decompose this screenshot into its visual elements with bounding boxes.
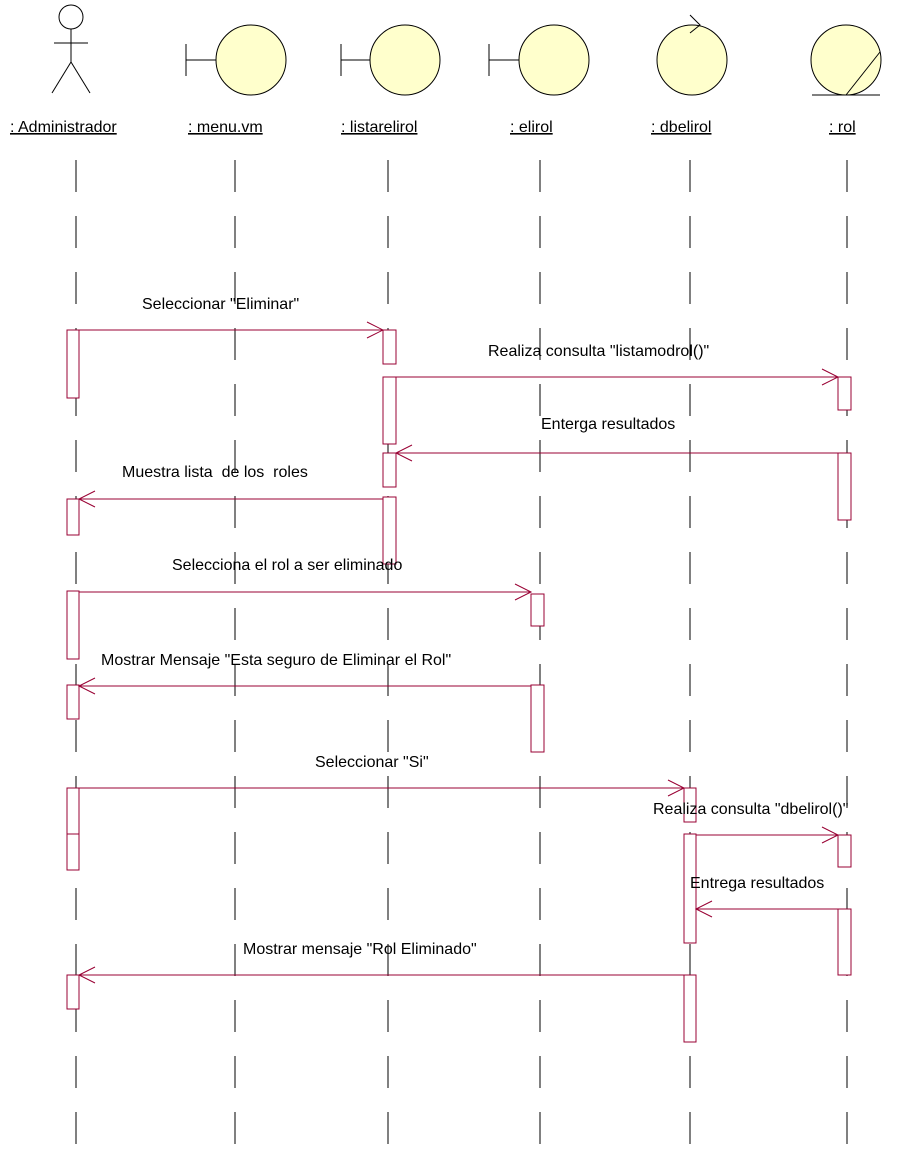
participant-label-listarelirol: : listarelirol <box>341 119 417 136</box>
message-muestra-lista-roles: Muestra lista de los roles <box>77 464 383 508</box>
activation-bar <box>683 974 697 1043</box>
message-label: Realiza consulta "dbelirol()" <box>653 801 848 818</box>
participant-label-elirol: : elirol <box>510 119 553 136</box>
activation-bar <box>382 496 397 565</box>
activation-bar <box>683 787 697 823</box>
message-label: Selecciona el rol a ser eliminado <box>172 557 402 574</box>
message-label: Mostrar mensaje "Rol Eliminado" <box>243 941 477 958</box>
activation-bar <box>66 833 80 871</box>
activation-bar <box>530 684 545 753</box>
boundary-icon <box>185 24 287 96</box>
message-entrega-resultados: Entrega resultados <box>690 875 838 918</box>
participant-label-dbelirol: : dbelirol <box>651 119 711 136</box>
activation-bar <box>837 834 852 868</box>
activation-bar <box>66 590 80 660</box>
message-seleccionar-si: Seleccionar "Si" <box>79 754 686 797</box>
activation-bar <box>66 974 80 1010</box>
message-mostrar-rol-eliminado: Mostrar mensaje "Rol Eliminado" <box>77 941 684 984</box>
activation-bar <box>837 452 852 521</box>
actor-icon <box>51 4 91 94</box>
activation-bar <box>382 376 397 445</box>
entity-icon <box>810 24 882 96</box>
activation-bar <box>66 684 80 720</box>
activation-bar <box>683 833 697 944</box>
message-label: Enterga resultados <box>541 416 675 433</box>
message-enterga-resultados: Enterga resultados <box>394 416 838 462</box>
message-label: Seleccionar "Eliminar" <box>142 296 299 313</box>
message-label: Realiza consulta "listamodrol()" <box>488 343 709 360</box>
activation-bar <box>530 593 545 627</box>
participant-label-menu-vm: : menu.vm <box>188 119 263 136</box>
message-seleccionar-eliminar: Seleccionar "Eliminar" <box>79 296 385 339</box>
message-label: Entrega resultados <box>690 875 824 892</box>
message-realiza-consulta-dbelirol: Realiza consulta "dbelirol()" <box>653 801 848 844</box>
activation-bar <box>66 498 80 536</box>
activation-bar <box>382 452 397 488</box>
participant-label-administrador: : Administrador <box>10 119 117 136</box>
activation-bar <box>837 908 852 976</box>
message-mostrar-mensaje-confirmacion: Mostrar Mensaje "Esta seguro de Eliminar… <box>77 652 531 695</box>
boundary-icon <box>488 24 590 96</box>
activation-bar <box>382 329 397 365</box>
message-realiza-consulta-listamodrol: Realiza consulta "listamodrol()" <box>396 343 840 386</box>
message-label: Mostrar Mensaje "Esta seguro de Eliminar… <box>101 652 451 669</box>
participant-label-rol: : rol <box>829 119 856 136</box>
boundary-icon <box>340 24 441 96</box>
message-selecciona-rol: Selecciona el rol a ser eliminado <box>79 557 533 601</box>
message-label: Seleccionar "Si" <box>315 754 429 771</box>
control-icon <box>656 14 728 96</box>
activation-bar <box>66 329 80 399</box>
message-label: Muestra lista de los roles <box>122 464 308 481</box>
activation-bar <box>837 376 852 411</box>
